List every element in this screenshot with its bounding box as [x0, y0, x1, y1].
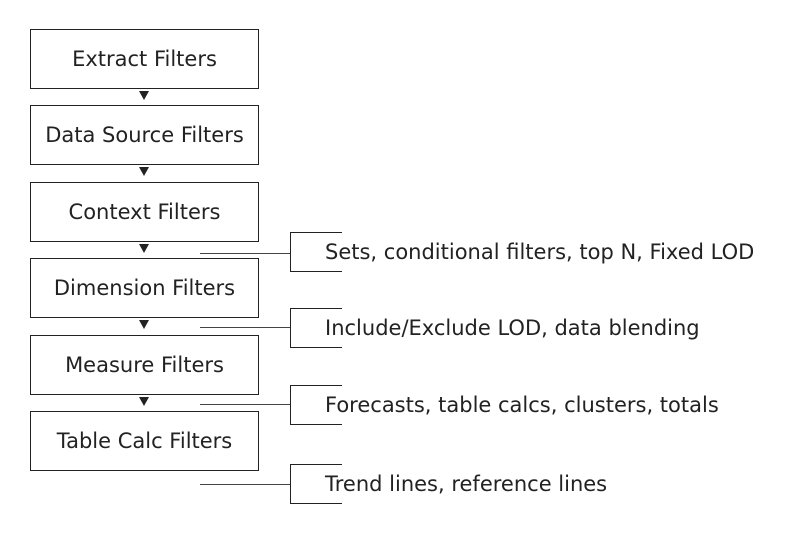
annotation-label: Include/Exclude LOD, data blending	[325, 316, 700, 340]
flow-arrow-down-icon	[139, 397, 149, 406]
step-context-filters: Context Filters	[30, 182, 259, 242]
flow-arrow-down-icon	[139, 91, 149, 100]
connector-line	[200, 253, 290, 254]
step-label: Data Source Filters	[45, 123, 244, 147]
step-label: Measure Filters	[65, 353, 224, 377]
annotation-bracket	[290, 385, 342, 425]
annotation-bracket	[290, 232, 342, 272]
connector-line	[200, 404, 290, 405]
step-extract-filters: Extract Filters	[30, 29, 259, 89]
step-measure-filters: Measure Filters	[30, 335, 259, 395]
connector-line	[200, 484, 290, 485]
step-label: Context Filters	[68, 200, 221, 224]
step-dimension-filters: Dimension Filters	[30, 258, 259, 318]
annotation-bracket	[290, 464, 342, 504]
step-data-source-filters: Data Source Filters	[30, 105, 259, 165]
step-label: Extract Filters	[72, 47, 217, 71]
step-label: Table Calc Filters	[56, 429, 233, 453]
connector-line	[200, 327, 290, 328]
annotation-label: Forecasts, table calcs, clusters, totals	[325, 393, 719, 417]
annotation-label: Sets, conditional filters, top N, Fixed …	[325, 240, 755, 264]
annotation-label: Trend lines, reference lines	[325, 472, 608, 496]
annotation-bracket	[290, 308, 342, 348]
step-label: Dimension Filters	[53, 276, 236, 300]
flow-arrow-down-icon	[139, 320, 149, 329]
step-table-calc-filters: Table Calc Filters	[30, 411, 259, 471]
flow-arrow-down-icon	[139, 167, 149, 176]
flow-arrow-down-icon	[139, 244, 149, 253]
